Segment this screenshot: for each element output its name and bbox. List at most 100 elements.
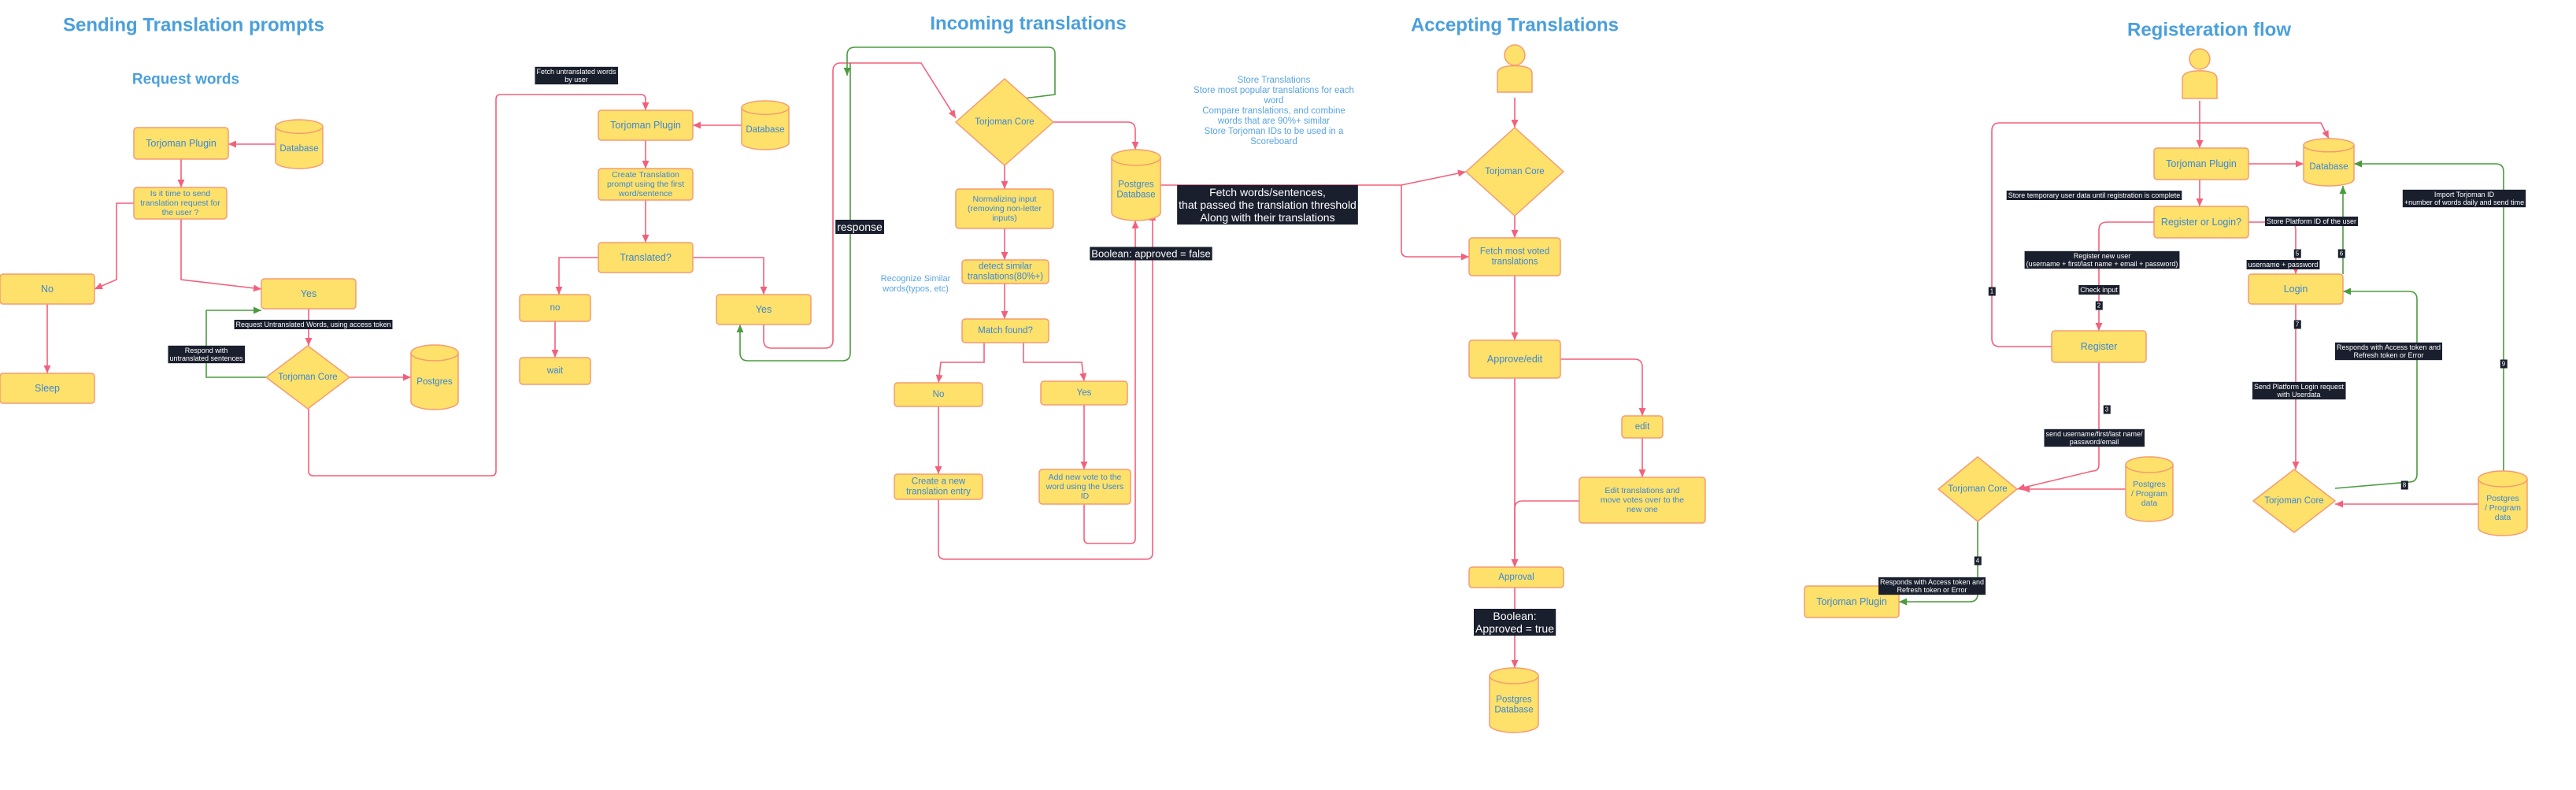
node-label-line: Edit translations and [1604,486,1679,495]
node-plugin4[interactable]: Torjoman Plugin [1804,585,1900,618]
node-core2[interactable]: Torjoman Core [955,78,1054,166]
process-box [2051,330,2147,363]
edge-label: Request Untranslated Words, using access… [234,320,393,329]
node-label-line: Torjoman Core [975,117,1034,127]
node-label-line: Database [746,125,784,135]
edge-label-text-line: send username/first/last name/ [2045,430,2143,438]
node-edit[interactable]: edit [1621,415,1664,439]
edge-label-text-line: untranslated sentences [169,354,243,362]
connector-arrow [736,63,851,362]
node-reg-login[interactable]: Register or Login? [2153,206,2249,239]
node-plugin2[interactable]: Torjoman Plugin [598,109,694,141]
process-box [2153,206,2249,239]
process-box [598,168,694,201]
node-label-line: Translated? [620,252,672,263]
edge-label-background [835,220,885,234]
database-top [2478,470,2528,488]
node-no1[interactable]: No [0,273,95,305]
node-core3[interactable]: Torjoman Core [1465,127,1564,217]
node-pg1[interactable]: Postgres [410,344,459,410]
node-sleep[interactable]: Sleep [0,373,95,404]
edge-label-text-line: by user [564,76,588,83]
database-cylinder [2125,465,2174,522]
node-label-line: translations [1492,258,1538,267]
edge-label-text-line: Refresh token or Error [1897,586,1967,594]
edge-label: 9 [2500,359,2508,369]
edge-label-text-line: Approved = true [1475,622,1554,635]
edge-label: 6 [2337,249,2345,258]
node-db3[interactable]: Database [2303,138,2355,187]
edge-label: 7 [2293,320,2301,329]
node-approve-edit[interactable]: Approve/edit [1468,339,1561,379]
node-no2[interactable]: no [519,294,591,322]
node-no3[interactable]: No [894,382,983,407]
node-core4[interactable]: Torjoman Core [1938,456,2018,522]
node-core5[interactable]: Torjoman Core [2252,469,2336,533]
connector-arrow [1560,358,1646,416]
node-db1[interactable]: Database [275,119,324,169]
node-yes1[interactable]: Yes [261,278,357,310]
node-label-line: prompt using the first [607,180,684,189]
process-box [894,382,983,407]
connector-arrow [94,202,134,290]
node-user1[interactable] [1497,44,1533,93]
connector-arrow [180,219,262,292]
edge-label: Store temporary user data until registra… [2006,191,2182,200]
process-box [0,273,95,305]
section-title: Sending Translation prompts [63,15,324,36]
database-top [1111,149,1161,166]
connector-arrow [843,46,1056,99]
database-top [275,119,324,135]
node-db2[interactable]: Database [741,100,790,150]
section-title: Registeration flow [2127,20,2291,41]
node-label-line: translation request for [140,198,220,208]
connector-arrow [555,257,598,295]
database-top [1489,667,1539,684]
node-normalize[interactable]: Normalizing input(removing non-letterinp… [955,188,1054,229]
node-yes3[interactable]: Yes [1040,380,1128,406]
node-plugin1[interactable]: Torjoman Plugin [133,127,229,160]
node-yes2[interactable]: Yes [716,294,812,325]
process-box [716,294,812,325]
node-label-line: move votes over to the [1601,495,1684,505]
process-box [598,242,694,273]
node-label-line: Login [2284,284,2308,295]
node-approval[interactable]: Approval [1468,566,1564,588]
edge-label: Register new user(username + first/last … [2024,250,2180,269]
node-label-line: word using the Users [1046,482,1124,491]
edge-label-text-line: response [837,221,883,233]
connector-arrow [1401,185,1469,261]
node-label-line: Add new vote to the [1049,473,1122,482]
edge-label-background [2337,249,2345,258]
node-plugin3[interactable]: Torjoman Plugin [2153,147,2249,180]
edge-label-text-line: username + password [2248,261,2319,269]
node-core1[interactable]: Torjoman Core [265,345,350,410]
process-box [1038,469,1131,505]
process-box [0,373,95,404]
node-label-line: Postgres [2133,480,2165,489]
node-label-line: Yes [1077,388,1092,398]
node-match[interactable]: Match found? [961,318,1049,343]
node-label-line: Postgres [1118,180,1154,189]
node-user2[interactable] [2182,48,2218,99]
node-translated[interactable]: Translated? [598,242,694,273]
edge-label: Check input [2078,285,2120,295]
node-label-line: translations(80%+) [968,273,1043,282]
node-wait[interactable]: wait [519,357,591,385]
edge-label: 8 [2400,480,2408,490]
node-label-line: edit [1635,422,1650,432]
node-login[interactable]: Login [2248,273,2344,305]
node-register[interactable]: Register [2051,330,2147,363]
